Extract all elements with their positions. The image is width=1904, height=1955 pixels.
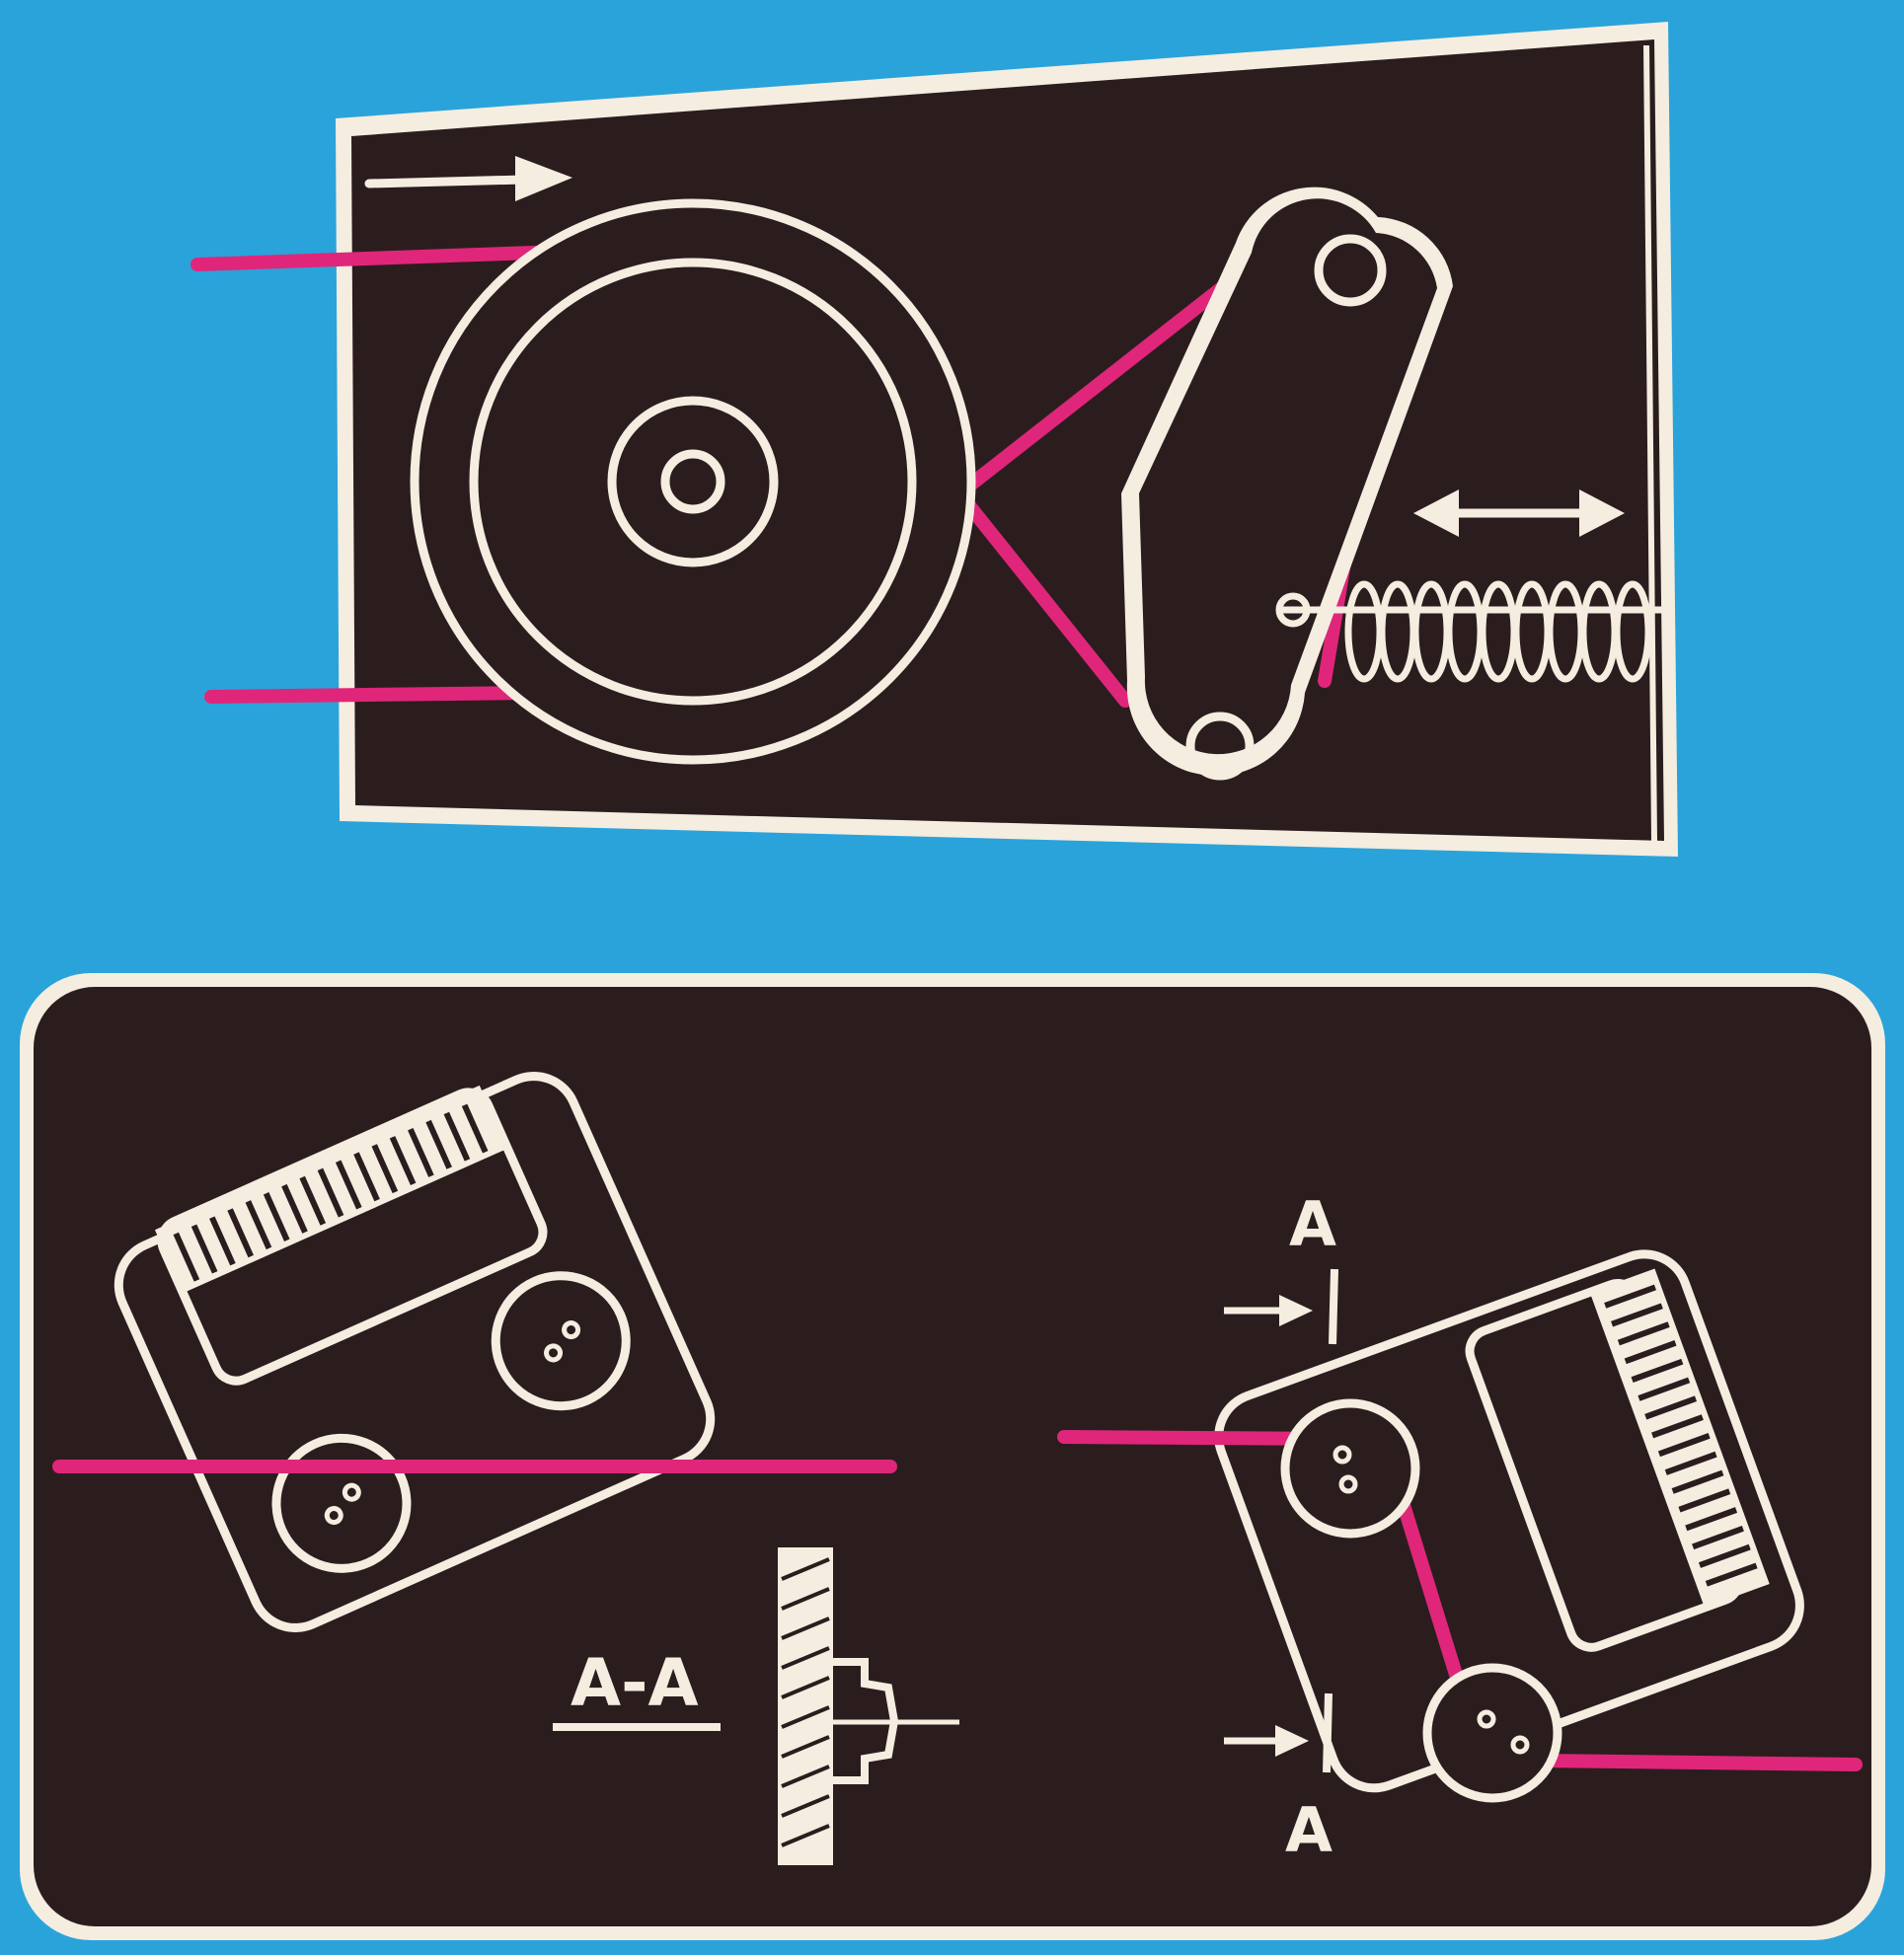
top-panel-edge-line bbox=[1643, 44, 1657, 842]
tension-spring bbox=[1275, 580, 1668, 683]
guide-roller-right-b bbox=[1422, 1663, 1562, 1803]
section-plate bbox=[778, 1547, 833, 1865]
section-view-label: A-A bbox=[571, 1645, 699, 1721]
section-marker-top: A bbox=[1224, 1188, 1338, 1345]
head-assembly-left bbox=[114, 1072, 716, 1632]
head-assembly-right bbox=[1214, 1249, 1804, 1793]
upper-roller bbox=[1314, 234, 1387, 307]
double-arrow-icon bbox=[1413, 489, 1625, 537]
lower-roller bbox=[1185, 712, 1255, 781]
section-marker-top-label: A bbox=[1289, 1188, 1336, 1260]
bottom-panel-background bbox=[34, 987, 1871, 1926]
head-comb-right bbox=[1589, 1268, 1770, 1608]
section-marker-bottom-label: A bbox=[1285, 1794, 1333, 1866]
section-view: A-A bbox=[553, 1547, 959, 1865]
section-marker-bottom: A bbox=[1224, 1692, 1333, 1866]
tape-reel bbox=[410, 198, 976, 765]
tension-arm bbox=[1121, 187, 1453, 781]
arrow-right-icon bbox=[364, 156, 572, 201]
guide-roller-left-a bbox=[271, 1433, 412, 1573]
guide-roller-left-b bbox=[491, 1271, 631, 1411]
guide-roller-right-a bbox=[1280, 1398, 1420, 1539]
top-panel bbox=[190, 22, 1678, 857]
bottom-panel: A-A bbox=[20, 973, 1885, 1940]
